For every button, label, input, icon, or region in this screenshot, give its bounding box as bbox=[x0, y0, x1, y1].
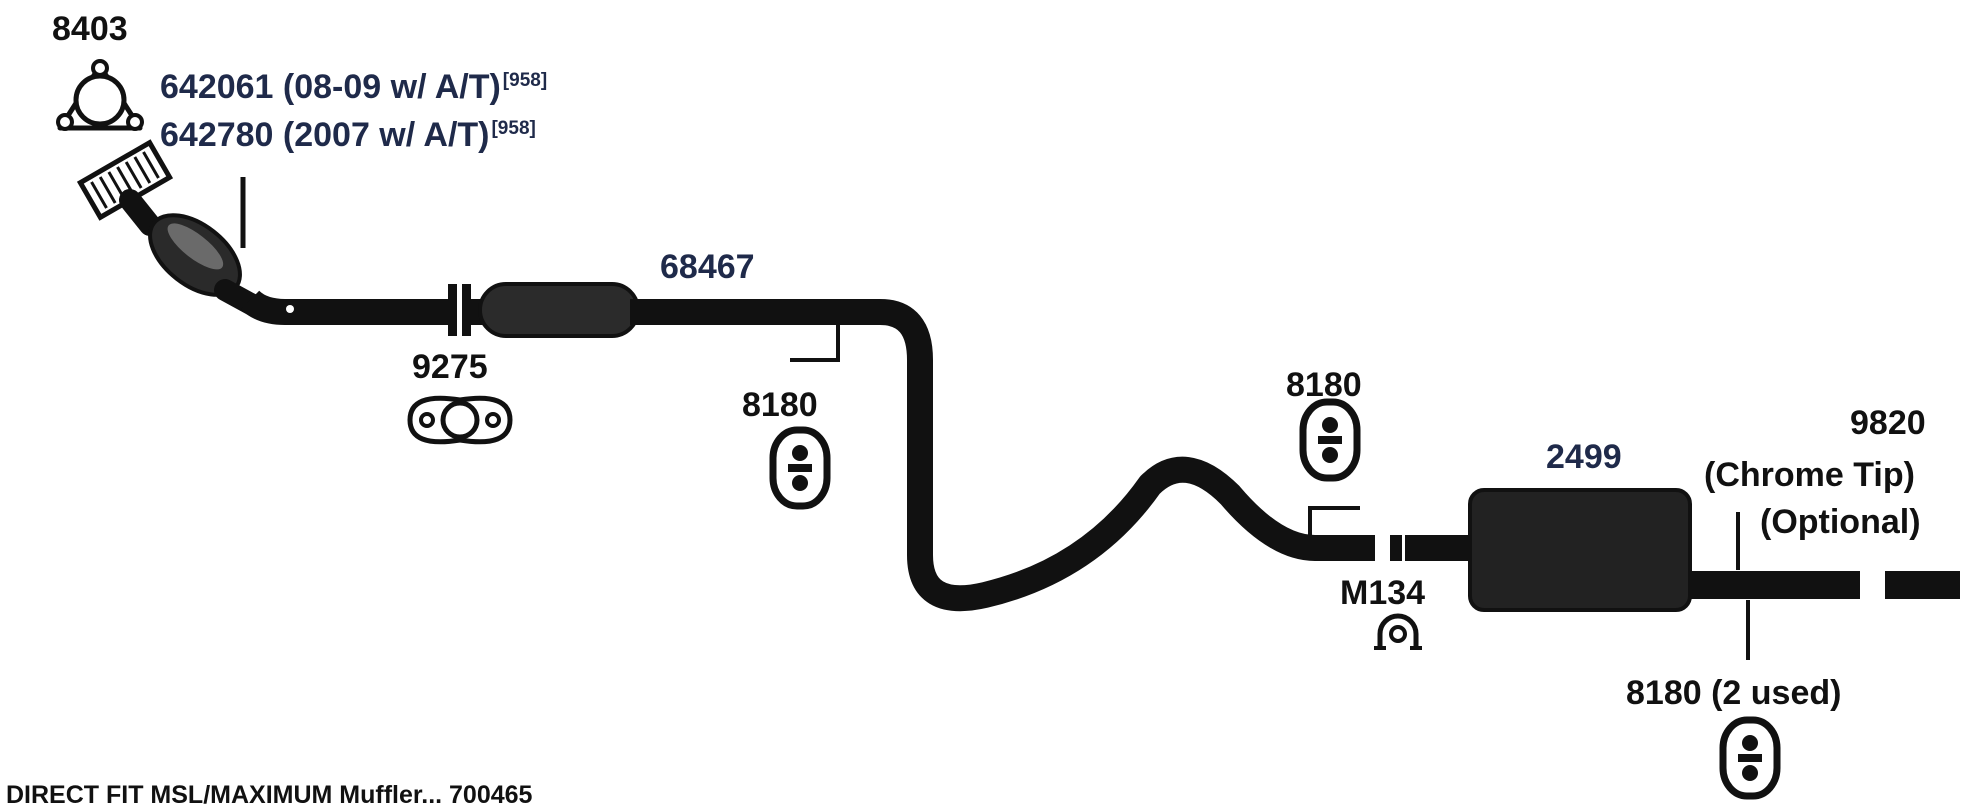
clamp-icon bbox=[1374, 613, 1422, 650]
catalytic-converter bbox=[76, 139, 269, 319]
hanger-left-label: 8180 bbox=[742, 386, 818, 424]
cat1-note: [958] bbox=[502, 69, 548, 91]
rubber-hanger-icon bbox=[1719, 716, 1781, 800]
rubber-hanger-icon bbox=[1299, 398, 1361, 482]
cat2-label: 642780 (2007 w/ A/T)[958] bbox=[160, 118, 536, 152]
muffler-label: 2499 bbox=[1546, 438, 1622, 476]
flange-gasket-label: 9275 bbox=[412, 348, 488, 386]
intermediate-pipe bbox=[630, 299, 1375, 612]
pipe-label: 68467 bbox=[660, 248, 755, 286]
muffler bbox=[1468, 488, 1692, 612]
tip-optional-label: (Optional) bbox=[1760, 503, 1921, 541]
tip-part-label: 9820 bbox=[1850, 404, 1926, 442]
footer-caption: DIRECT FIT MSL/MAXIMUM Muffler... 700465 bbox=[6, 781, 533, 809]
gasket-top-label: 8403 bbox=[52, 10, 128, 48]
front-pipe bbox=[240, 290, 448, 325]
cat1-part-number: 642061 (08-09 w/ A/T) bbox=[160, 68, 501, 106]
cat1-label: 642061 (08-09 w/ A/T)[958] bbox=[160, 70, 547, 104]
hanger-bracket bbox=[1308, 506, 1360, 540]
hanger-mid-label: 8180 bbox=[1286, 366, 1362, 404]
resonator bbox=[478, 282, 640, 338]
three-bolt-gasket-icon bbox=[56, 59, 144, 131]
clamp-stub bbox=[1390, 535, 1402, 561]
hanger-bracket bbox=[790, 325, 840, 362]
cat2-note: [958] bbox=[491, 117, 536, 139]
cat2-part-number: 642780 (2007 w/ A/T) bbox=[160, 116, 490, 154]
hanger-right-label: 8180 (2 used) bbox=[1626, 674, 1842, 712]
two-bolt-gasket-icon bbox=[407, 395, 513, 445]
rubber-hanger-icon bbox=[769, 426, 831, 510]
tip-name-label: (Chrome Tip) bbox=[1704, 456, 1915, 494]
clamp-label: M134 bbox=[1340, 574, 1426, 612]
